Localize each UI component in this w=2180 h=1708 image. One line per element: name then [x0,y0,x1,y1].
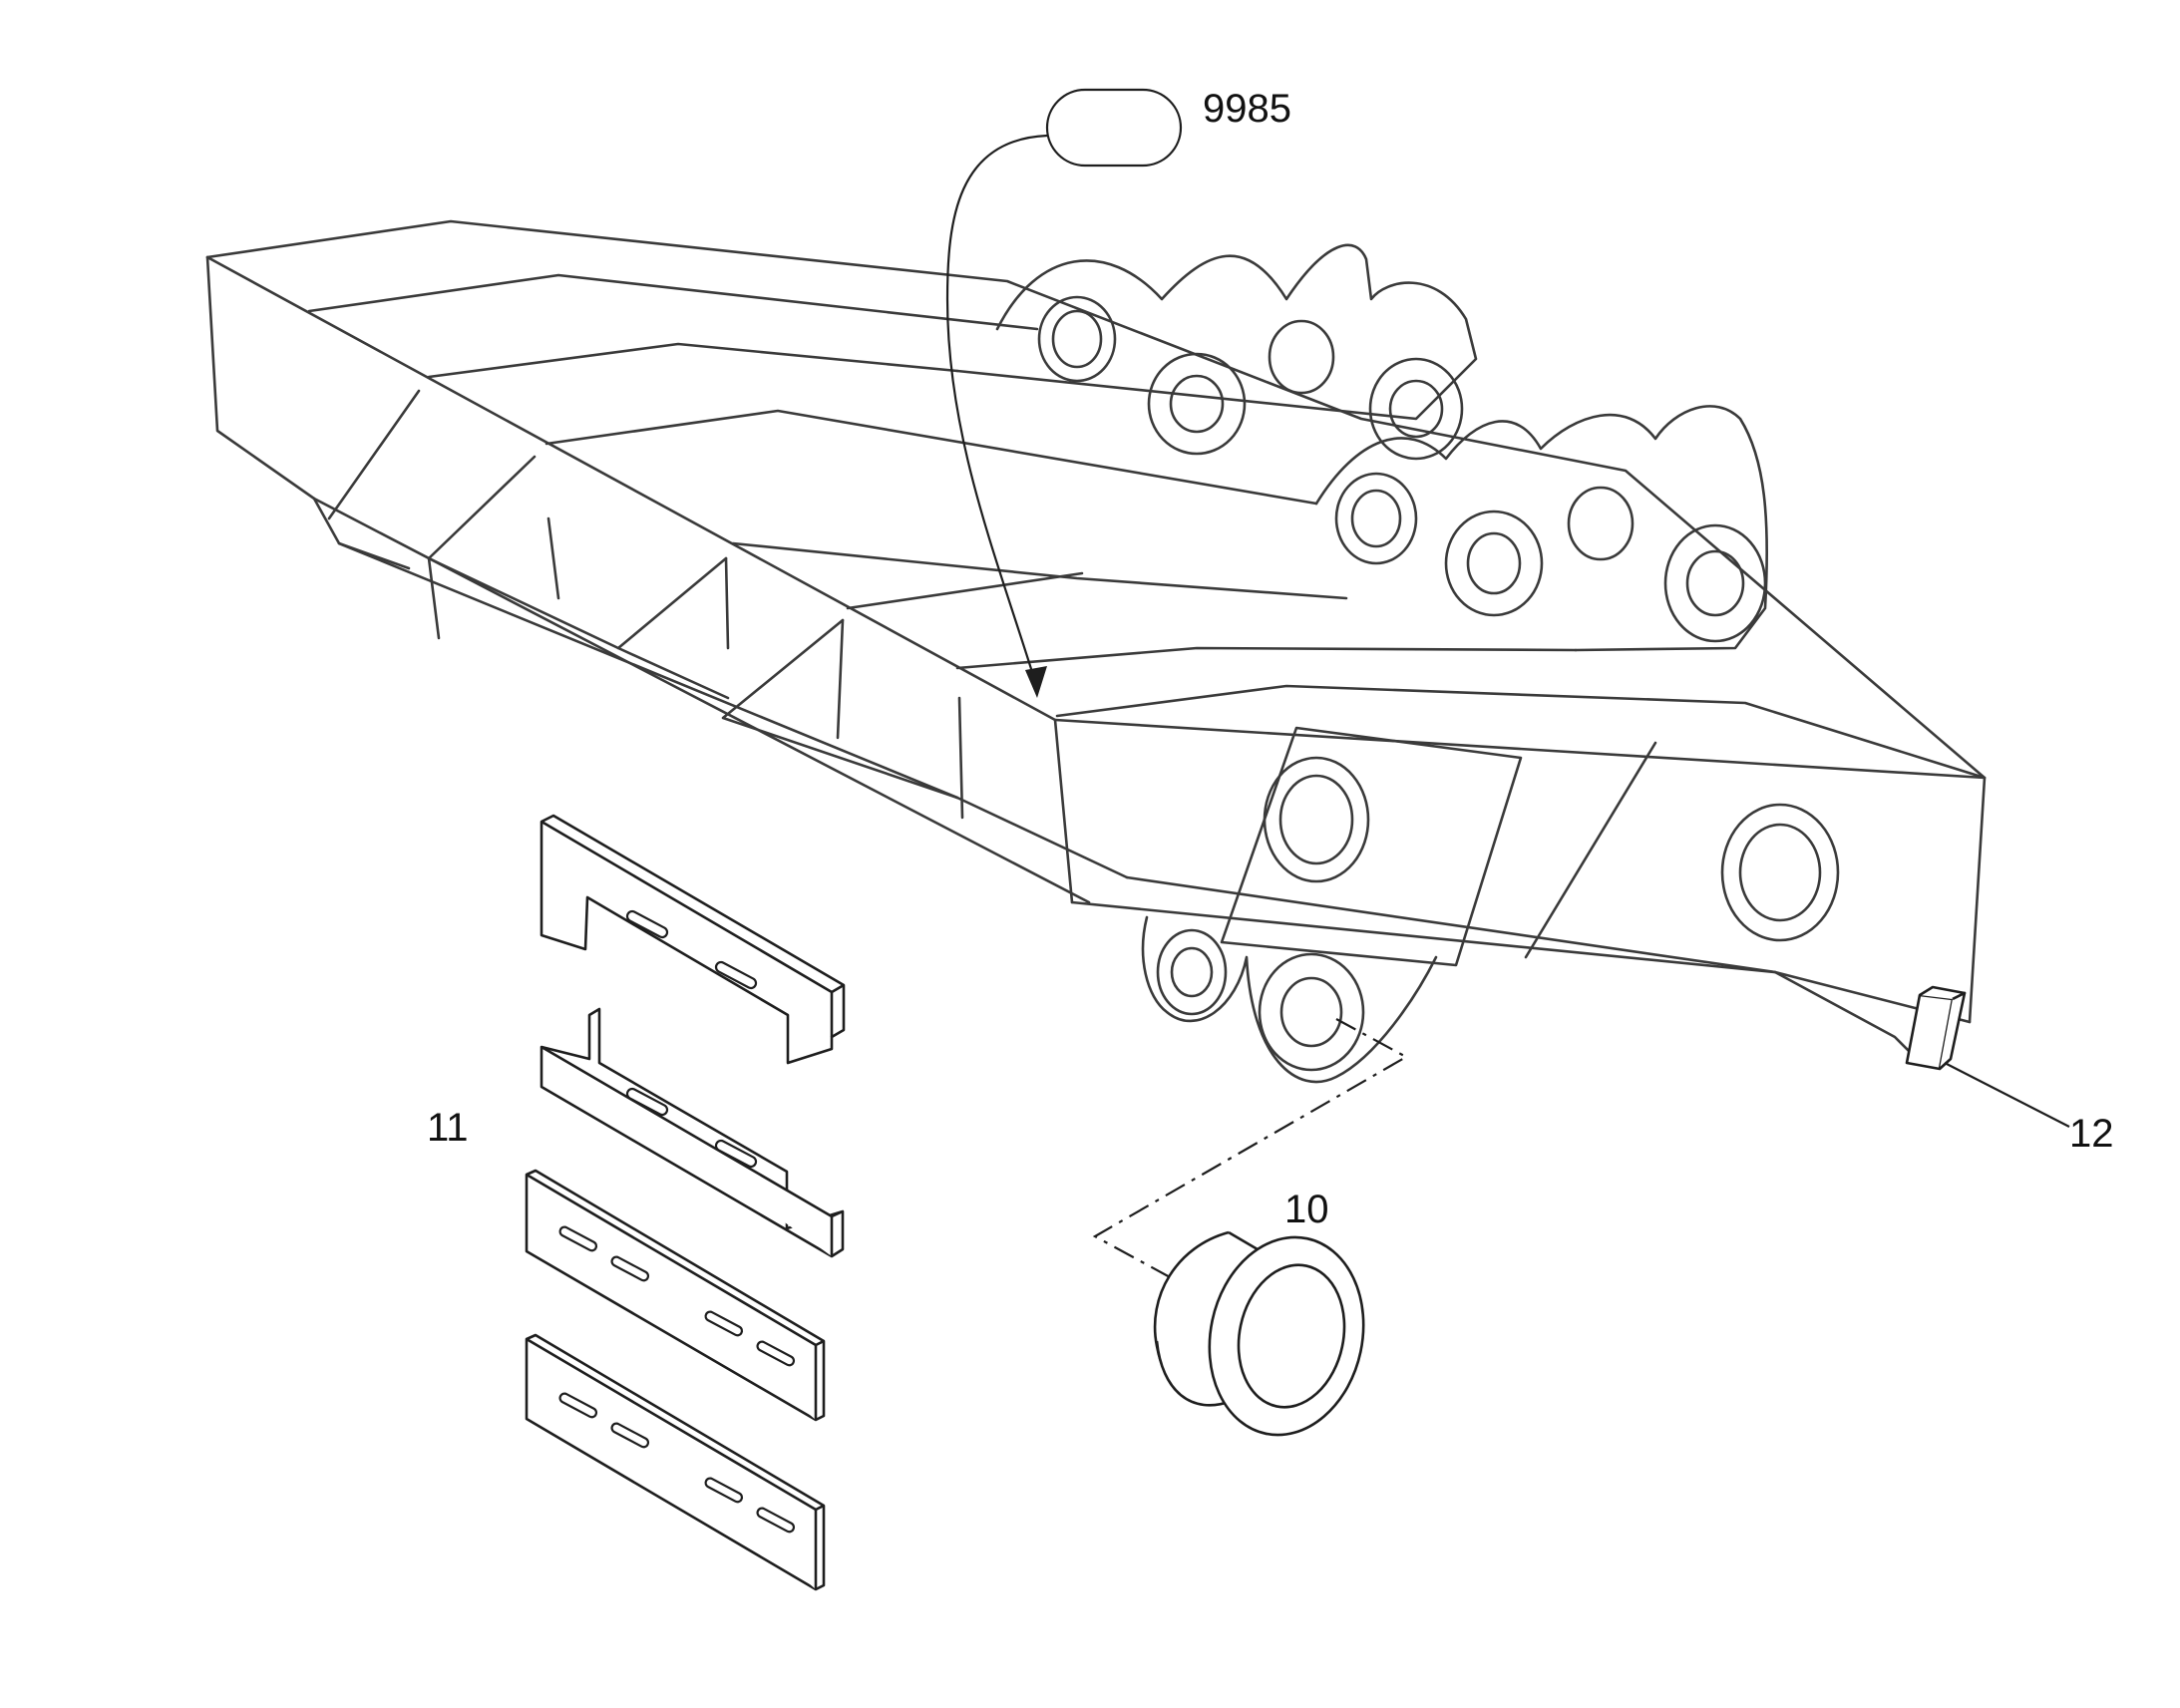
shim-plate [540,1007,845,1258]
part-12-wear-block: 12 [1905,985,2114,1156]
assembly-callout-9985: 9985 [945,87,1291,698]
part-12-label: 12 [2069,1112,2114,1156]
part-10-label: 10 [1284,1188,1329,1231]
part-11-label: 11 [427,1106,469,1150]
shim-plate [525,1169,826,1422]
callout-arrow-line [945,134,1048,689]
part-12-leader [1944,1062,2070,1128]
roller-frame [205,219,1987,1084]
assembly-ref-label: 9985 [1203,87,1291,131]
callout-bubble [1045,88,1183,168]
shim-plate [540,814,846,1065]
shim-plate [525,1333,826,1591]
part-10-bushing: 10 [1092,1018,1409,1437]
callout-arrowhead [1025,666,1047,698]
assembly-centerline [1092,1018,1409,1279]
part-11-shim-plates: 11 [427,814,846,1591]
